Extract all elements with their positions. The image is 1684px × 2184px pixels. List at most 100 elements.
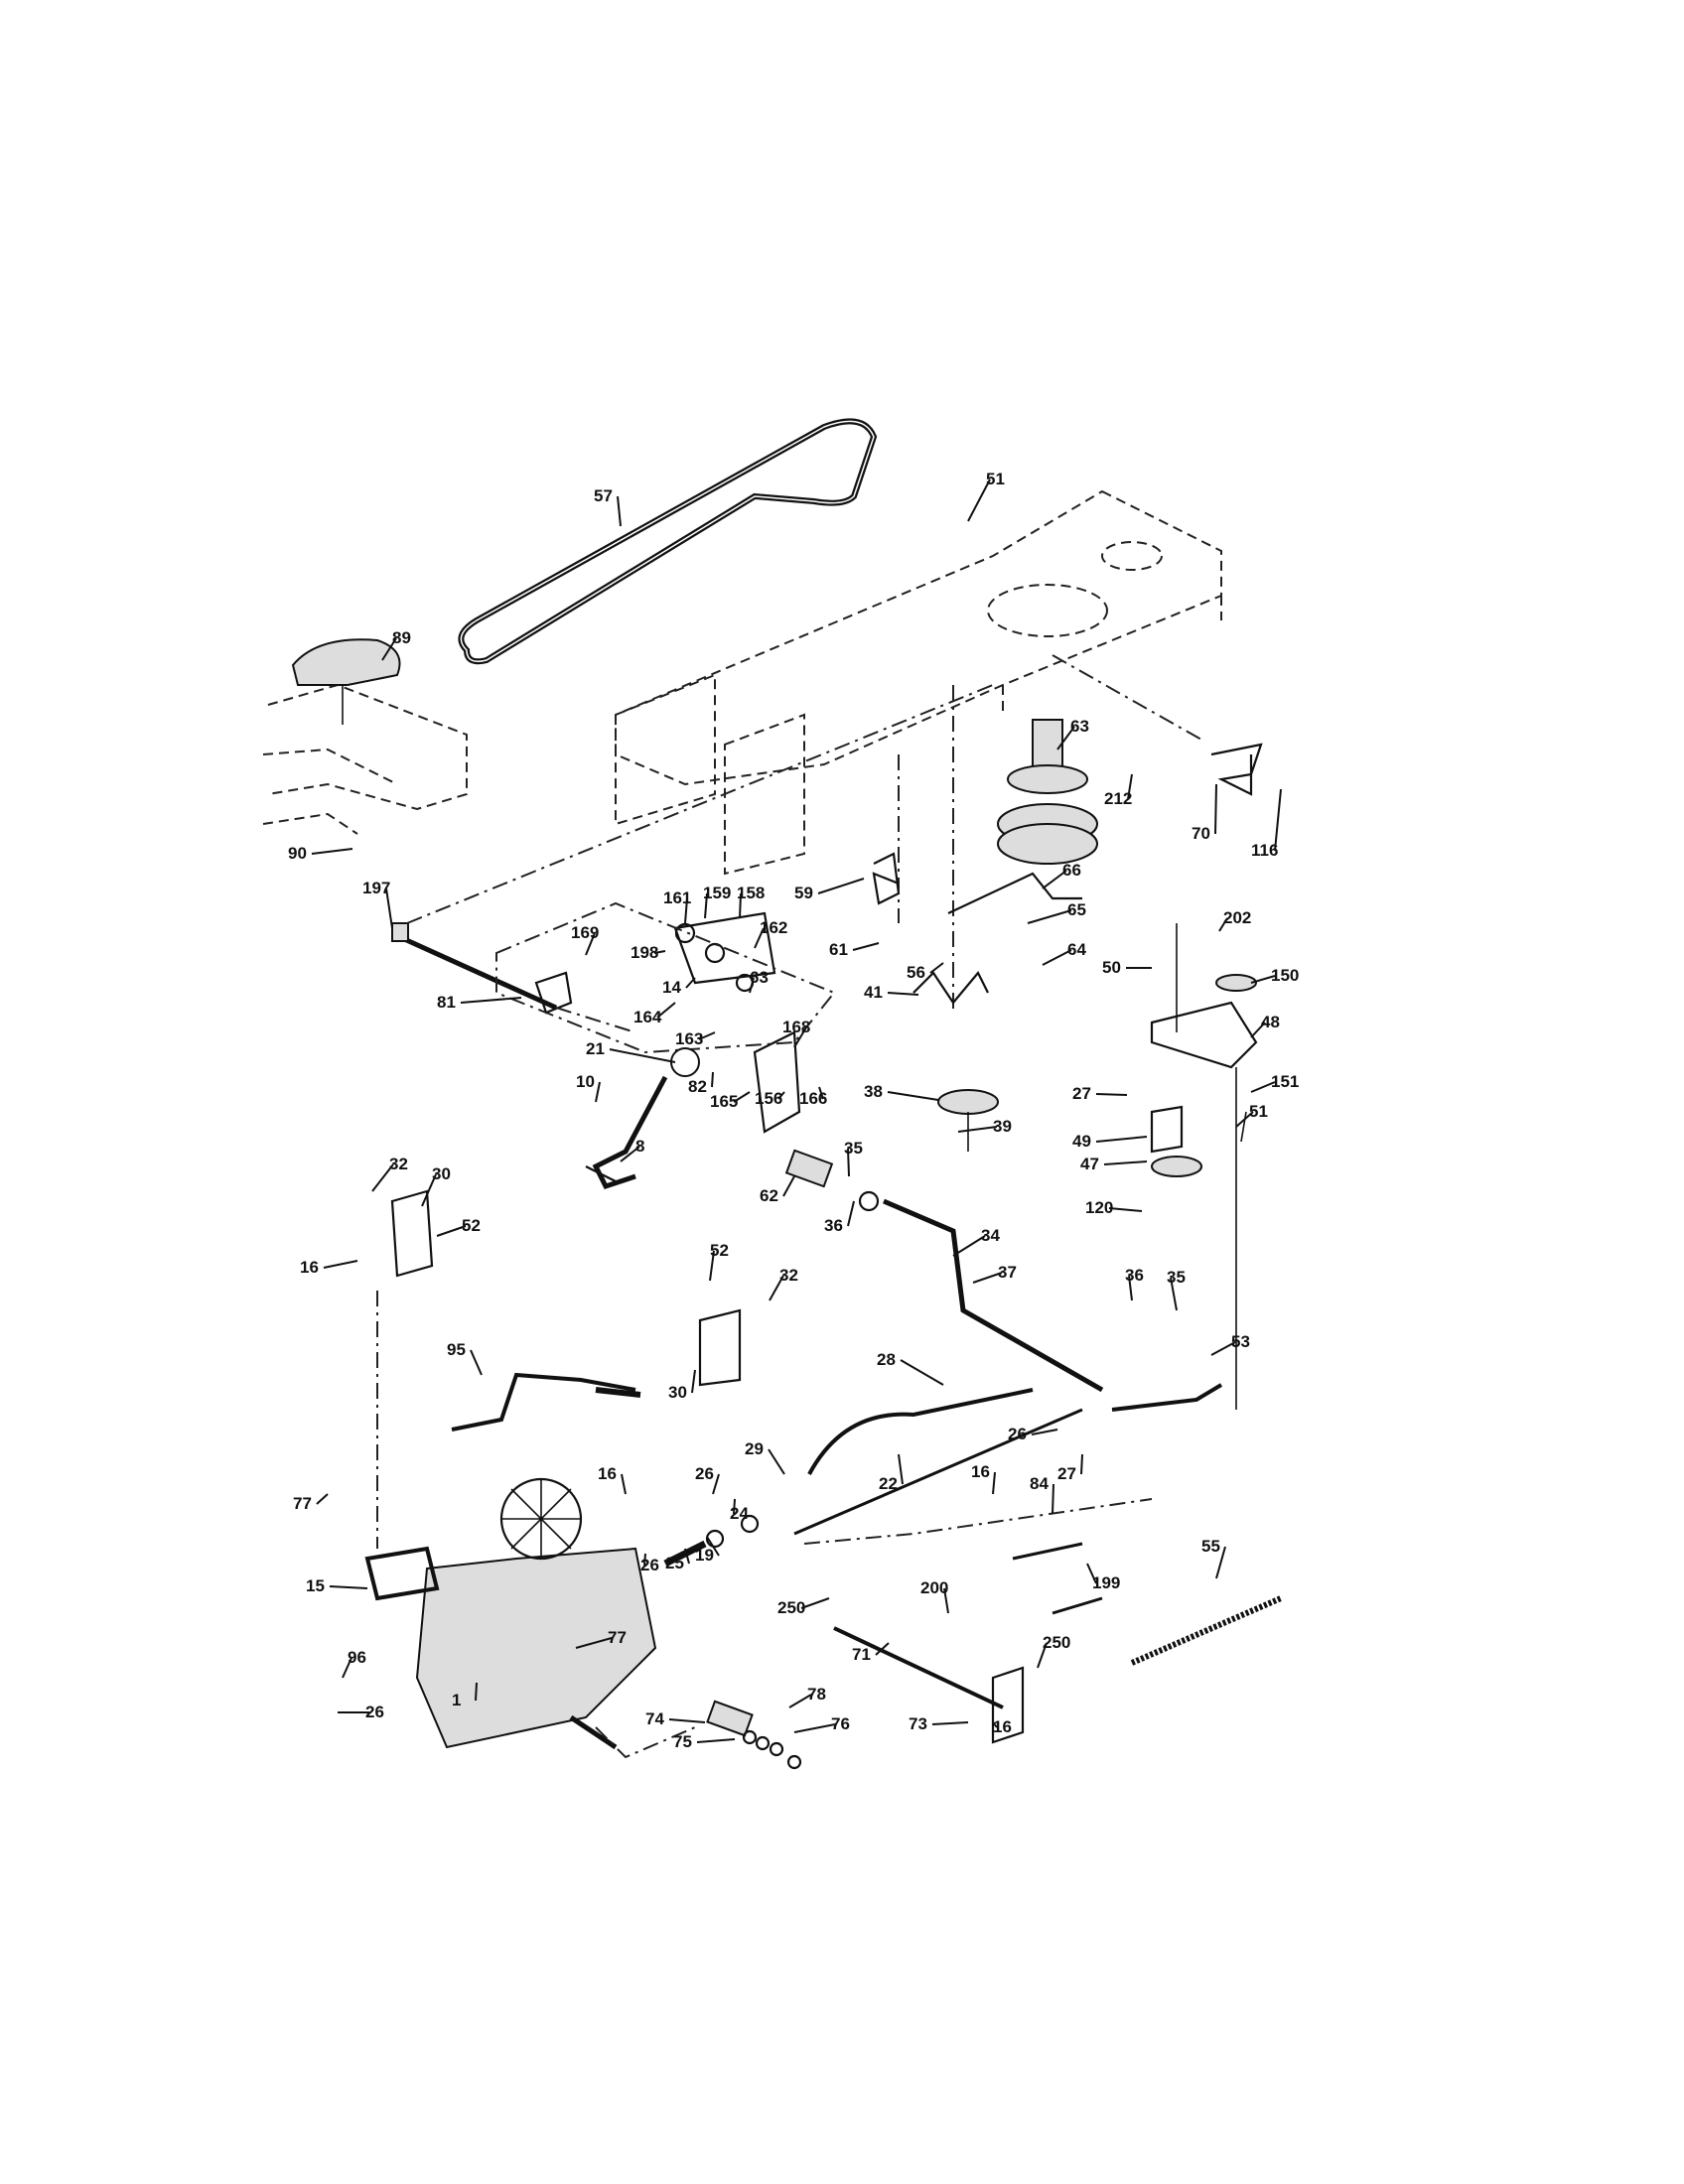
callout-c89: 89 (392, 628, 411, 647)
callout-leader (684, 1548, 690, 1565)
callout-leader (643, 1553, 646, 1567)
callout-c57: 57 (594, 486, 613, 505)
bracket-assembly (495, 901, 836, 1134)
callout-c163: 163 (675, 1029, 703, 1048)
callout-leader (1042, 870, 1067, 889)
callout-leader (1052, 1483, 1054, 1515)
bushing-74 (595, 1700, 802, 1770)
callout-c159: 159 (703, 884, 731, 902)
callout-leader (887, 1091, 939, 1101)
callout-leader (696, 1738, 736, 1743)
callout-c164: 164 (633, 1008, 662, 1026)
callout-c199: 199 (1092, 1573, 1120, 1592)
callout-c59: 59 (794, 884, 813, 902)
callout-leader (957, 1126, 998, 1133)
callout-c48: 48 (1261, 1013, 1280, 1031)
callout-c169: 169 (571, 923, 599, 942)
callout-leader (754, 927, 765, 949)
callout-c26a: 26 (1008, 1425, 1027, 1443)
callout-leader (972, 1272, 1003, 1284)
callout-c200: 200 (920, 1578, 948, 1597)
callout-c27b: 27 (1057, 1464, 1076, 1483)
callout-leader (704, 892, 708, 919)
callout-c64: 64 (1067, 940, 1086, 959)
callout-c71: 71 (852, 1645, 871, 1664)
callout-c168: 168 (782, 1018, 810, 1036)
callout-c10: 10 (576, 1072, 595, 1091)
callout-leader (620, 1146, 640, 1162)
callout-leader (875, 1642, 890, 1656)
spring-55 (1130, 1595, 1283, 1666)
callout-leader (847, 1148, 850, 1177)
callout-leader (470, 1349, 483, 1376)
callout-c22: 22 (879, 1474, 898, 1493)
callout-c38: 38 (864, 1082, 883, 1101)
rod-81 (391, 684, 994, 1033)
callout-leader (782, 1175, 795, 1197)
callout-c26d: 26 (365, 1703, 384, 1721)
spring-25 (663, 1514, 760, 1568)
clip-70 (1052, 654, 1263, 796)
callout-leader (817, 878, 865, 894)
callout-leader (1210, 1341, 1236, 1356)
callout-c34: 34 (981, 1226, 1000, 1245)
transaxle-1 (364, 1477, 657, 1750)
callout-c73: 73 (909, 1714, 927, 1733)
callout-c30a: 30 (432, 1164, 451, 1183)
callout-c197: 197 (362, 879, 390, 897)
callout-leader (1218, 917, 1228, 932)
misc-center-parts (872, 852, 1082, 1152)
callout-c14: 14 (662, 978, 681, 997)
callout-c19: 19 (695, 1546, 714, 1565)
callout-leader (793, 1026, 807, 1048)
callout-c28: 28 (877, 1350, 896, 1369)
callout-c53: 53 (1231, 1332, 1250, 1351)
callout-leader (685, 977, 696, 989)
callout-leader (653, 950, 666, 954)
callout-leader (818, 1086, 824, 1100)
callout-leader (698, 1031, 716, 1040)
callout-leader (898, 1453, 904, 1485)
callout-c78: 78 (807, 1685, 826, 1704)
callout-leader (575, 1637, 613, 1649)
callout-c51a: 51 (986, 470, 1005, 488)
callout-leader (793, 1723, 836, 1733)
callout-leader (691, 1369, 696, 1394)
callout-c198: 198 (631, 943, 658, 962)
callout-c61: 61 (829, 940, 848, 959)
callout-leader (887, 992, 919, 996)
callout-c15: 15 (306, 1576, 325, 1595)
callout-c250b: 250 (1043, 1633, 1070, 1652)
callout-c29: 29 (745, 1439, 764, 1458)
callout-c47: 47 (1080, 1155, 1099, 1173)
callout-leader (788, 1694, 812, 1708)
callout-leader (1095, 1136, 1148, 1143)
callout-leader (1250, 1081, 1276, 1093)
callout-leader (1108, 1207, 1143, 1212)
callout-c39: 39 (993, 1117, 1012, 1136)
callout-c202: 202 (1223, 908, 1251, 927)
callout-c156: 156 (755, 1089, 782, 1108)
callout-leader (371, 1163, 394, 1192)
callout-c16d: 16 (993, 1717, 1012, 1736)
callout-leader (943, 1587, 949, 1614)
callout-c81: 81 (437, 993, 456, 1012)
callout-leader (595, 1081, 601, 1103)
callout-c150: 150 (1271, 966, 1299, 985)
callout-leader (436, 1225, 467, 1237)
callout-leader (929, 962, 944, 974)
callout-c90: 90 (288, 844, 307, 863)
callout-leader (1274, 788, 1282, 852)
callout-c120: 120 (1085, 1198, 1113, 1217)
callout-leader (1031, 1429, 1058, 1435)
callout-c37: 37 (998, 1263, 1017, 1282)
callout-leader (739, 892, 742, 919)
callout-c52b: 52 (710, 1241, 729, 1260)
callout-leader (381, 637, 397, 661)
callout-leader (706, 1536, 720, 1557)
callout-c16b: 16 (598, 1464, 617, 1483)
lever-8 (585, 1047, 700, 1190)
callout-leader (311, 848, 353, 855)
callout-c32b: 32 (779, 1266, 798, 1285)
